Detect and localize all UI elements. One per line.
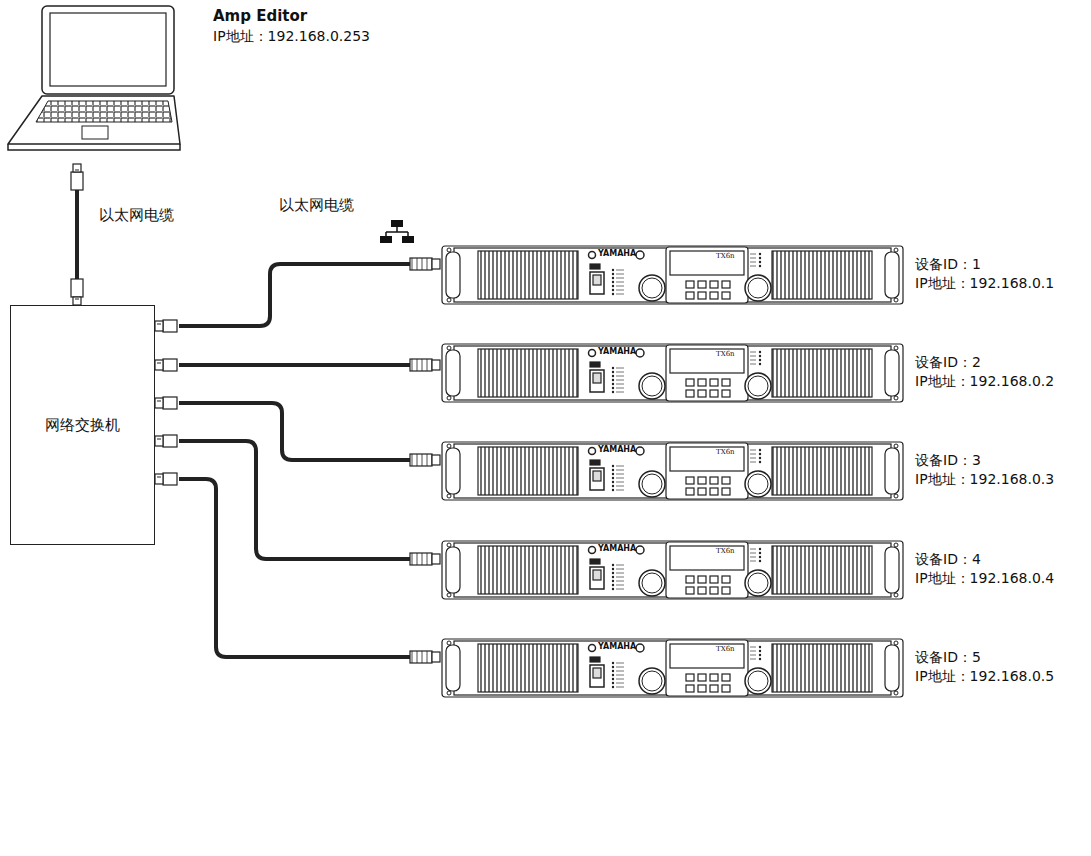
software-name: Amp Editor [213,6,370,26]
model-name: TX6n [716,448,735,456]
switch-label: 网络交换机 [45,416,120,435]
device-id: 设备ID：5 [915,648,1054,667]
amplifier-illustration [440,440,905,502]
brand-logo: YAMAHA [598,249,636,258]
ip-address: IP地址：192.168.0.1 [915,274,1054,293]
amplifier-node: YAMAHA TX6n 设备ID：2IP地址：192.168.0.2 [440,342,1088,404]
ip-address: IP地址：192.168.0.253 [213,26,370,46]
device-id: 设备ID：1 [915,255,1054,274]
device-id: 设备ID：4 [915,550,1054,569]
ethernet-cable [155,258,440,332]
device-id: 设备ID：3 [915,451,1054,470]
brand-logo: YAMAHA [598,642,636,651]
network-icon [380,220,414,243]
ethernet-cable [71,164,83,305]
ethernet-cable [155,435,440,565]
computer-node: Amp EditorIP地址：192.168.0.253 [2,4,342,164]
amplifier-illustration [440,637,905,699]
model-name: TX6n [716,350,735,358]
laptop-illustration [2,4,187,164]
brand-logo: YAMAHA [598,445,636,454]
amplifier-node: YAMAHA TX6n 设备ID：5IP地址：192.168.0.5 [440,637,1088,699]
ethernet-cable [155,473,440,663]
amplifier-node: YAMAHA TX6n 设备ID：3IP地址：192.168.0.3 [440,440,1088,502]
ethernet-cable [155,359,440,371]
amplifier-illustration [440,342,905,404]
amplifier-node: YAMAHA TX6n 设备ID：1IP地址：192.168.0.1 [440,244,1088,306]
ip-address: IP地址：192.168.0.5 [915,667,1054,686]
switch-box: 网络交换机 [10,305,155,545]
amplifier-illustration [440,539,905,601]
amplifier-illustration [440,244,905,306]
brand-logo: YAMAHA [598,347,636,356]
amplifier-node: YAMAHA TX6n 设备ID：4IP地址：192.168.0.4 [440,539,1088,601]
device-id: 设备ID：2 [915,353,1054,372]
ip-address: IP地址：192.168.0.4 [915,569,1054,588]
brand-logo: YAMAHA [598,544,636,553]
model-name: TX6n [716,252,735,260]
cable-label: 以太网电缆 [277,196,356,215]
ip-address: IP地址：192.168.0.2 [915,372,1054,391]
ethernet-cable [155,397,440,466]
ip-address: IP地址：192.168.0.3 [915,470,1054,489]
cable-label: 以太网电缆 [97,206,176,225]
model-name: TX6n [716,547,735,555]
model-name: TX6n [716,645,735,653]
